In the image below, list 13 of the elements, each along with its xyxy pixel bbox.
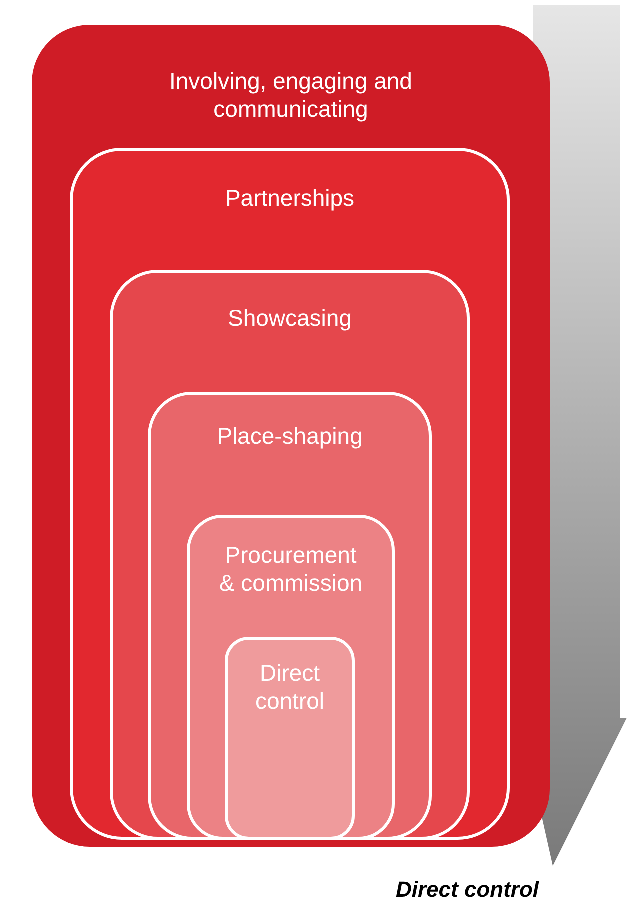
nested-box (32, 25, 550, 847)
nested-box (110, 270, 470, 840)
nested-box (148, 392, 432, 840)
nested-box (225, 637, 355, 840)
box-title: Involving, engaging and communicating (168, 67, 414, 123)
axis-label: Direct control (396, 877, 540, 903)
nested-box (70, 148, 510, 840)
nested-box (187, 515, 395, 840)
box-title: Direct control (254, 659, 326, 715)
box-title: Procurement & commission (218, 541, 364, 597)
box-title: Showcasing (226, 304, 354, 332)
box-title: Partnerships (224, 184, 356, 212)
box-title: Place-shaping (216, 422, 364, 450)
